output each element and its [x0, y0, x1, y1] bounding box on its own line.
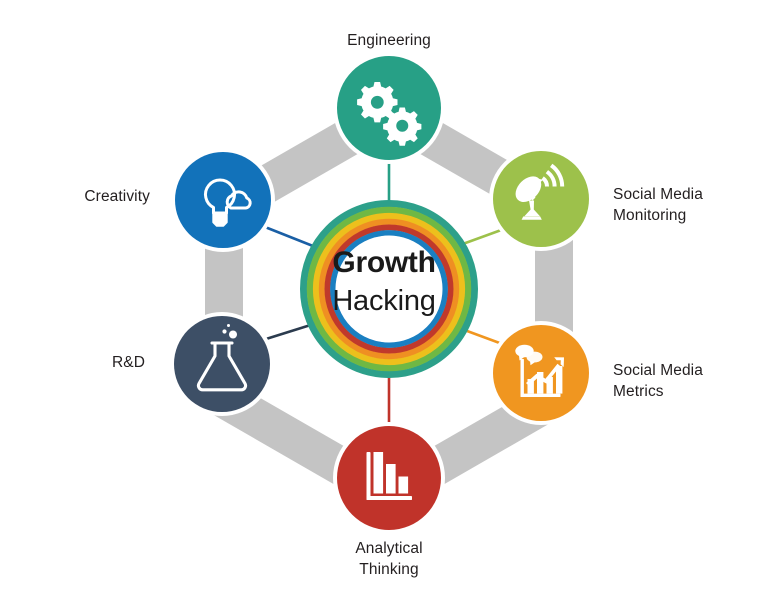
- label-rd: R&D: [111, 354, 145, 371]
- center-title-line-2: Hacking: [332, 285, 436, 317]
- node-smm-circle: [493, 151, 589, 247]
- ring-band-orange: [318, 218, 460, 360]
- flask-bubbles-icon: [222, 324, 237, 339]
- node-engineering[interactable]: [333, 52, 445, 164]
- node-rd[interactable]: [170, 312, 274, 416]
- label-social-media-monitoring: Social Media Monitoring: [613, 186, 703, 225]
- spoke-social-media-monitoring: [458, 227, 506, 247]
- satellite-dish-icon: [515, 163, 565, 220]
- ring-band-teal: [300, 200, 478, 378]
- node-creativity-circle: [175, 152, 271, 248]
- ring-band-red: [324, 224, 454, 354]
- node-social-media-metrics[interactable]: [489, 321, 593, 425]
- flask-icon: [196, 341, 248, 392]
- ring-inner-fill: [335, 235, 443, 343]
- node-rd-circle: [174, 316, 270, 412]
- descending-bars-icon: [366, 452, 412, 500]
- bar-chart-arrow-icon: [515, 344, 564, 397]
- label-social-media-metrics: Social Media Metrics: [613, 362, 703, 401]
- node-social-media-monitoring[interactable]: [489, 147, 593, 251]
- label-engineering: Engineering: [347, 32, 431, 49]
- ring-band-green: [306, 206, 472, 372]
- label-analytical-thinking: Analytical Thinking: [355, 540, 423, 579]
- ring-band-blue: [330, 230, 448, 348]
- lightbulb-cloud-icon: [204, 178, 252, 227]
- ring-band-yellow: [312, 212, 466, 366]
- center-title-line-1: Growth: [332, 246, 436, 279]
- center-ring: [300, 200, 478, 378]
- spoke-creativity: [263, 225, 320, 250]
- gears-icon: [357, 82, 422, 146]
- node-creativity[interactable]: [171, 148, 275, 252]
- node-analytical-thinking[interactable]: [333, 422, 445, 534]
- label-creativity: Creativity: [84, 188, 150, 205]
